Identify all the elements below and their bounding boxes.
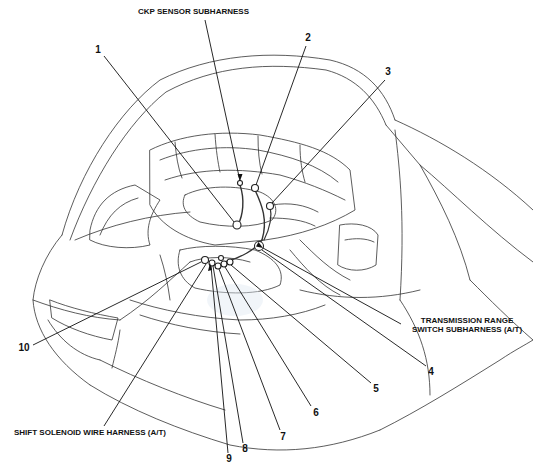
callout-number: 2: [305, 32, 311, 44]
part-label: SHIFT SOLENOID WIRE HARNESS (A/T): [14, 428, 166, 437]
callout-number: 10: [18, 342, 29, 354]
callout-number: 6: [313, 407, 319, 419]
part-label: CKP SENSOR SUBHARNESS: [138, 7, 249, 16]
callout-number: 7: [280, 431, 286, 443]
leader-lines: [33, 20, 426, 453]
part-label: TRANSMISSION RANGE SWITCH SUBHARNESS (A/…: [404, 316, 530, 334]
callout-number: 4: [428, 366, 434, 378]
callout-number: 1: [95, 44, 101, 56]
callout-number: 8: [242, 443, 248, 455]
callout-number: 3: [385, 66, 391, 78]
callout-number: 5: [373, 383, 379, 395]
callout-number: 9: [226, 454, 232, 466]
